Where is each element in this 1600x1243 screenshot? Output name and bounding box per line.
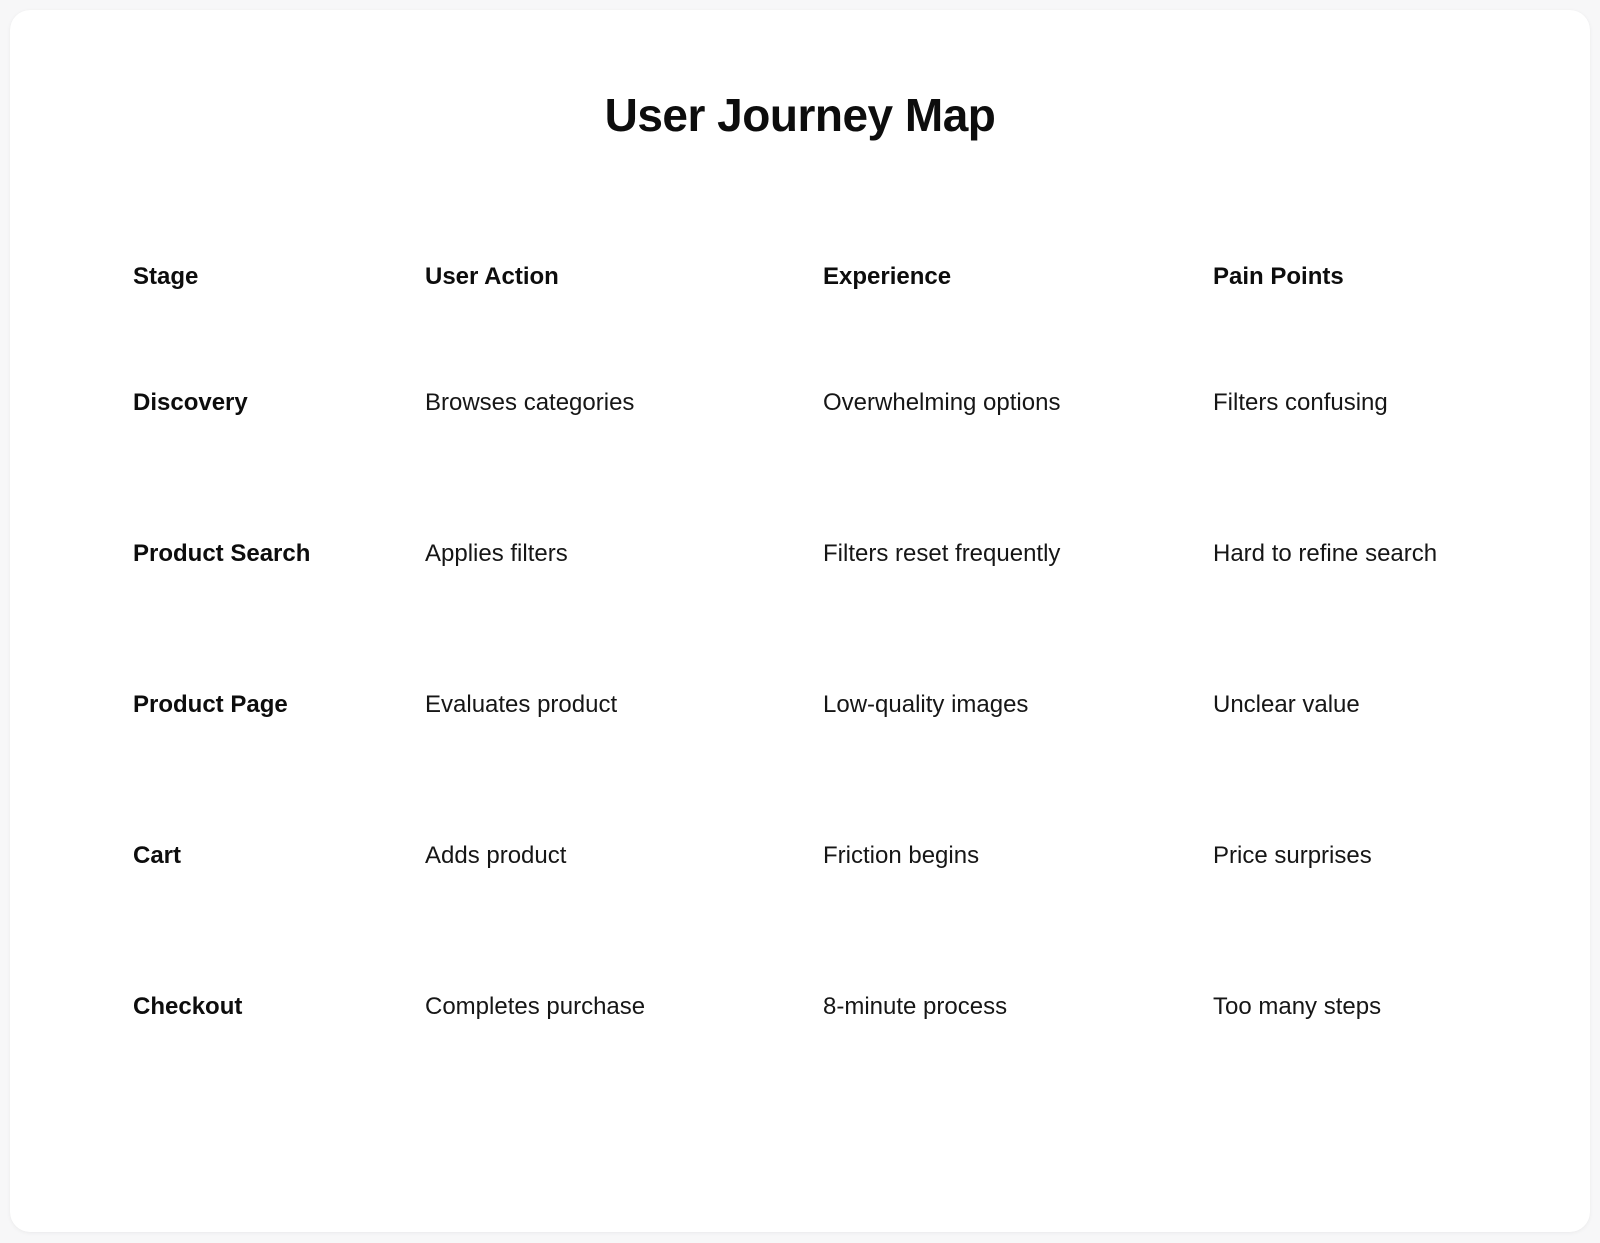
user-action-cell: Completes purchase [425,993,646,1020]
stage-cell: Discovery [133,389,248,416]
journey-table: Stage User Action Experience Pain Points… [133,262,1530,1143]
column-header-user-action: User Action [425,263,559,290]
column-header-experience: Experience [823,263,952,290]
experience-cell: 8-minute process [823,993,1008,1020]
experience-cell: Friction begins [823,842,980,869]
column-header-stage: Stage [133,263,199,290]
stage-cell: Product Search [133,540,311,567]
user-action-cell: Browses categories [425,389,635,416]
pain-points-cell: Too many steps [1213,993,1382,1020]
user-action-cell: Evaluates product [425,691,618,718]
experience-cell: Filters reset frequently [823,540,1061,567]
pain-points-cell: Filters confusing [1213,389,1388,416]
pain-points-cell: Unclear value [1213,691,1360,718]
page-title: User Journey Map [604,89,996,141]
stage-cell: Cart [133,842,182,869]
pain-points-cell: Hard to refine search [1213,540,1438,567]
stage-cell: Product Page [133,691,288,718]
user-action-cell: Applies filters [425,540,568,567]
stage-cell: Checkout [133,993,243,1020]
column-header-pain-points: Pain Points [1213,263,1344,290]
user-action-cell: Adds product [425,842,567,869]
experience-cell: Overwhelming options [823,389,1061,416]
pain-points-cell: Price surprises [1213,842,1372,869]
experience-cell: Low-quality images [823,691,1029,718]
journey-map-card: User Journey Map Stage User Action Exper… [10,10,1590,1232]
